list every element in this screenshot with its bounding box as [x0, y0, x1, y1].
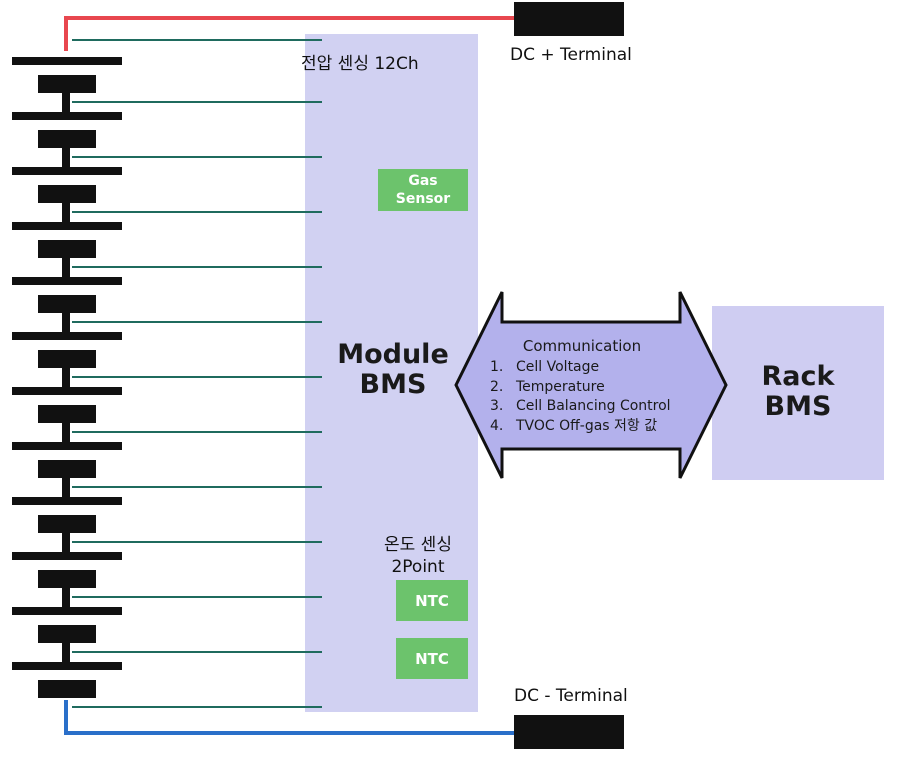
module-bms-line1: Module [337, 339, 449, 370]
cell-connector [62, 313, 70, 334]
rack-bms-title: Rack BMS [722, 362, 874, 421]
communication-title: Communication [522, 337, 642, 355]
module-bms-title: Module BMS [318, 340, 468, 399]
cell-positive-plate [12, 552, 122, 560]
communication-item: 1. Cell Voltage [490, 358, 700, 378]
gas-sensor-line2: Sensor [395, 191, 451, 207]
cell-negative-plate [38, 460, 96, 478]
communication-block: Communication 1. Cell Voltage 2. Temperatu… [490, 337, 700, 436]
ntc-box: NTC [396, 638, 468, 679]
cell-connector [62, 203, 70, 224]
positive-wire [64, 16, 516, 51]
item-text: Temperature [516, 378, 605, 395]
gas-sensor-line1: Gas [408, 173, 438, 189]
cell-negative-plate [38, 570, 96, 588]
communication-list: 1. Cell Voltage 2. Temperature 3. Cell Bala… [490, 358, 700, 436]
cell-connector [62, 643, 70, 664]
communication-item: 3. Cell Balancing Control [490, 397, 700, 417]
temp-sensing-label: 온도 센싱 2Point [384, 534, 452, 578]
communication-arrow [454, 291, 728, 479]
cell-connector [62, 533, 70, 554]
cell-positive-plate [12, 112, 122, 120]
communication-item: 2. Temperature [490, 378, 700, 398]
rack-bms-panel [712, 306, 884, 480]
rack-bms-line1: Rack [761, 361, 835, 392]
item-text: Cell Balancing Control [516, 398, 671, 414]
negative-wire [64, 700, 516, 735]
cell-connector [62, 368, 70, 389]
dc-plus-terminal [514, 2, 624, 36]
module-bms-line2: BMS [359, 368, 427, 400]
communication-item: 4. TVOC Off-gas 저항 값 [490, 417, 700, 437]
dc-minus-label: DC - Terminal [514, 686, 628, 706]
cell-positive-plate [12, 442, 122, 450]
gas-sensor-box: Gas Sensor [378, 169, 468, 211]
item-number: 4. [490, 417, 504, 434]
temp-sensing-line1: 온도 센싱 [384, 535, 452, 555]
cell-connector [62, 258, 70, 279]
cell-negative-plate [38, 75, 96, 93]
cell-positive-plate [12, 222, 122, 230]
cell-negative-plate [38, 350, 96, 368]
cell-negative-plate [38, 680, 96, 698]
battery-cell-stack [12, 57, 122, 698]
cell-positive-plate [12, 497, 122, 505]
item-number: 3. [490, 398, 504, 414]
cell-negative-plate [38, 240, 96, 258]
cell-negative-plate [38, 295, 96, 313]
item-number: 1. [490, 359, 504, 375]
cell-positive-plate [12, 387, 122, 395]
cell-positive-plate [12, 167, 122, 175]
ntc-box: NTC [396, 580, 468, 621]
cell-negative-plate [38, 405, 96, 423]
cell-positive-plate [12, 57, 122, 65]
dc-plus-label: DC + Terminal [510, 45, 632, 65]
cell-connector [62, 93, 70, 114]
rack-bms-line2: BMS [764, 390, 832, 422]
cell-connector [62, 148, 70, 169]
item-text: Cell Voltage [516, 359, 600, 375]
cell-negative-plate [38, 130, 96, 148]
voltage-sensing-label: 전압 센싱 12Ch [301, 54, 419, 74]
cell-connector [62, 588, 70, 609]
cell-negative-plate [38, 185, 96, 203]
cell-negative-plate [38, 625, 96, 643]
item-text: TVOC Off-gas 저항 값 [516, 417, 658, 434]
temp-sensing-line2: 2Point [391, 557, 445, 577]
cell-positive-plate [12, 607, 122, 615]
cell-positive-plate [12, 332, 122, 340]
cell-connector [62, 478, 70, 499]
cell-positive-plate [12, 277, 122, 285]
cell-connector [62, 423, 70, 444]
cell-positive-plate [12, 662, 122, 670]
dc-minus-terminal [514, 715, 624, 749]
cell-negative-plate [38, 515, 96, 533]
item-number: 2. [490, 378, 504, 395]
voltage-sense-lines [72, 39, 322, 708]
